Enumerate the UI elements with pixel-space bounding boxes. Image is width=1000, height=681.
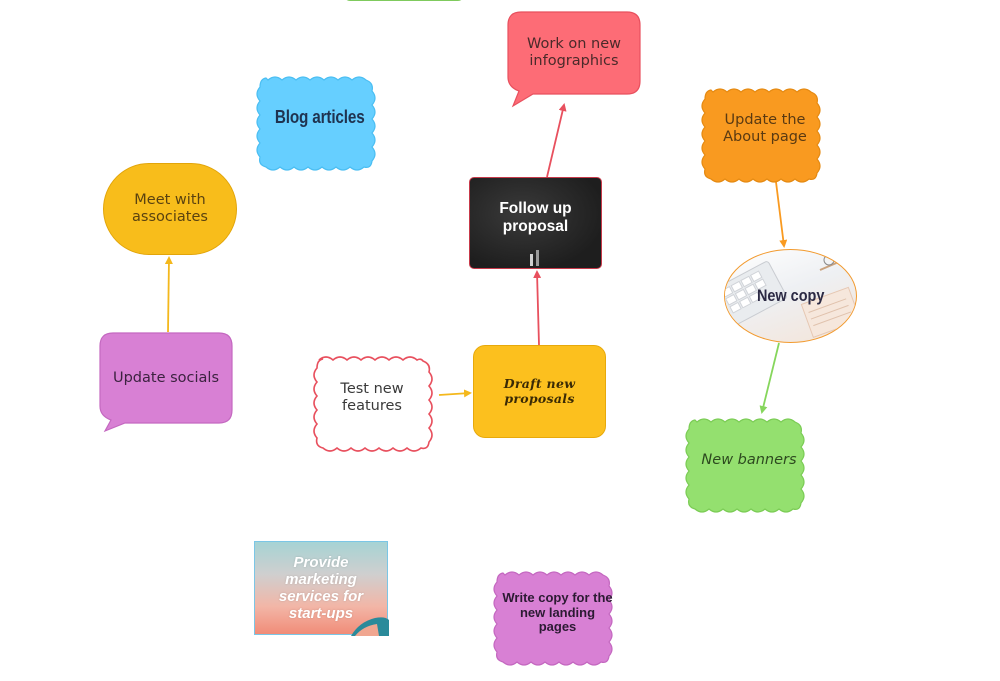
speech-bubble-shape (99, 332, 233, 433)
node-update-the-about-page[interactable]: Update the About page (699, 84, 831, 183)
cloud-shape (701, 88, 821, 183)
cloud-shape (493, 571, 613, 666)
partial-node-top[interactable] (344, 0, 464, 1)
node-follow-up-proposal[interactable]: Follow up proposal (469, 177, 602, 269)
connector-socials-meet (164, 256, 173, 333)
node-test-new-features[interactable]: Test new features (305, 352, 439, 452)
node-label: Update socials (112, 369, 220, 386)
node-update-socials[interactable]: Update socials (99, 332, 233, 433)
node-label: Follow up proposal (499, 200, 572, 235)
connector-about-newcopy (774, 173, 788, 248)
node-label: New copy (756, 286, 825, 306)
node-new-banners[interactable]: New banners (683, 414, 815, 513)
node-label: Update the About page (723, 112, 807, 145)
desk-photo-image (725, 250, 856, 338)
cloud-shape (685, 418, 805, 513)
chalk-icon (530, 250, 539, 266)
node-label: Test new features (340, 381, 404, 414)
node-label: Write copy for the new landing pages (502, 589, 613, 635)
connector-test-draft (438, 389, 472, 398)
node-new-copy[interactable]: New copy (724, 249, 857, 343)
node-write-copy-landing-pages[interactable]: Write copy for the new landing pages (491, 567, 624, 666)
node-meet-with-associates[interactable]: Meet with associates (103, 163, 237, 255)
node-label: Meet with associates (132, 192, 208, 225)
connector-newcopy-banners (759, 342, 780, 414)
node-work-on-new-infographics[interactable]: Work on new infographics (507, 11, 641, 108)
node-label: Provide marketing services for start-ups (278, 553, 364, 623)
node-label: Blog articles (275, 106, 365, 127)
connector-followup-infographics (546, 103, 567, 178)
cloud-shape (256, 76, 376, 171)
node-blog-articles[interactable]: Blog articles (254, 72, 386, 171)
node-provide-marketing-services[interactable]: Provide marketing services for start-ups (254, 541, 389, 636)
connector-draft-followup (533, 270, 542, 346)
node-label: Draft new proposals (503, 376, 576, 406)
node-label: New banners (701, 451, 797, 468)
hand-photo-image (351, 617, 389, 636)
node-label: Work on new infographics (527, 36, 621, 69)
speech-bubble-shape (507, 11, 641, 108)
cloud-shape (313, 356, 433, 452)
node-draft-new-proposals[interactable]: Draft new proposals (473, 345, 606, 438)
